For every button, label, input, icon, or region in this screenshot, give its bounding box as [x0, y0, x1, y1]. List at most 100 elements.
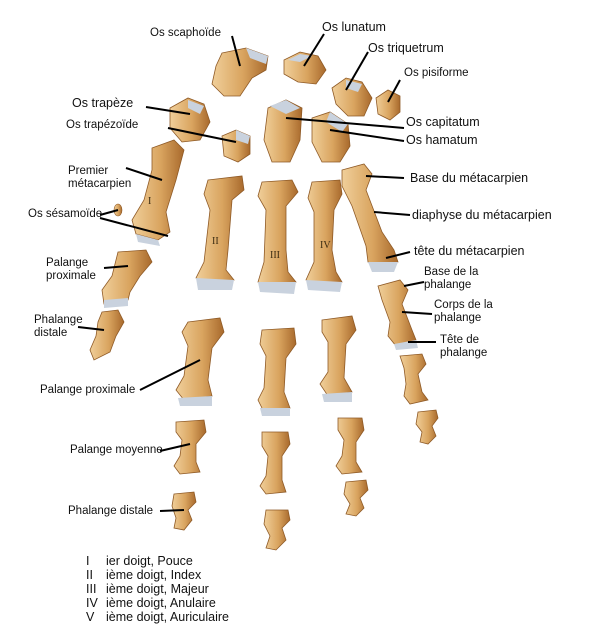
metacarpal-iii-cartilage: [258, 282, 296, 294]
proximal-phalanx-ii: [175, 317, 225, 401]
label-triquetrum-name: triquetrum: [387, 41, 444, 55]
metacarpal-v-bone: [341, 163, 399, 271]
label-sesamoide: Os sésamoïde: [28, 208, 103, 220]
metacarpal-v-cartilage: [368, 262, 398, 272]
capitatum-bone: [263, 99, 303, 163]
label-lunatum: Os lunatum: [322, 20, 386, 34]
proximal-phalanges: [175, 279, 418, 416]
proximal-phalanx-iv: [319, 315, 357, 397]
label-lunatum-name: lunatum: [341, 20, 386, 34]
legend-text: ième doigt, Anulaire: [106, 596, 216, 610]
distal-phalanx-iv: [343, 479, 369, 517]
distal-phalanges: [171, 409, 439, 551]
leader-palange-proximale-pouce: [103, 265, 129, 269]
label-trapeze: Os trapèze: [72, 96, 133, 110]
roman-numeral-iv: IV: [320, 240, 331, 251]
leader-pisiforme: [387, 79, 401, 103]
leader-corps-phalange: [401, 311, 433, 315]
metacarpal-iv-cartilage: [306, 280, 342, 292]
label-triquetrum: Os triquetrum: [368, 41, 444, 55]
label-trapeze-os: Os: [72, 96, 88, 110]
leader-base-metacarpien: [365, 175, 405, 179]
label-capitatum-os: Os: [406, 115, 422, 129]
leader-phalange-distale: [159, 509, 185, 512]
label-base-metacarpien: Base du métacarpien: [410, 171, 529, 185]
label-phalange-distale-pouce: Phalange distale: [34, 314, 83, 340]
legend-row: III ième doigt, Majeur: [86, 582, 229, 596]
legend-row: II ième doigt, Index: [86, 568, 229, 582]
label-trapeze-name: trapèze: [91, 96, 134, 110]
thumb-distal-phalanx-bone: [89, 309, 125, 361]
leader-sesamoide-a: [99, 209, 119, 216]
legend-text: ième doigt, Index: [106, 568, 202, 582]
leader-diaphyse-metacarpien: [373, 211, 411, 216]
leader-palange-proximale: [139, 359, 201, 391]
capitatum-cartilage: [270, 100, 300, 114]
label-hamatum-name: hamatum: [425, 133, 478, 147]
leader-hamatum: [329, 129, 405, 142]
label-hamatum: Os hamatum: [406, 133, 478, 147]
legend-row: IV ième doigt, Anulaire: [86, 596, 229, 610]
middle-phalanx-iii: [259, 431, 291, 495]
trapezoid-cartilage: [236, 130, 250, 144]
carpal-bones: [169, 47, 401, 163]
first-metacarpal-cartilage: [136, 234, 160, 246]
scaphoid-cartilage: [246, 48, 268, 64]
triquetrum-bone: [331, 77, 373, 117]
label-pisiforme: Os pisiforme: [404, 67, 469, 79]
label-palange-proximale: Palange proximale: [40, 384, 136, 396]
label-capitatum-name: capitatum: [425, 115, 480, 129]
roman-numeral-ii: II: [212, 236, 219, 247]
first-metacarpal-bone: [131, 139, 185, 241]
thumb-proximal-phalanx-bone: [101, 249, 153, 305]
legend-text: ième doigt, Majeur: [106, 582, 209, 596]
roman-numeral-iii: III: [270, 250, 280, 261]
legend-num: II: [86, 568, 93, 582]
middle-phalanx-iv: [335, 417, 365, 475]
roman-numeral-i: I: [148, 196, 152, 207]
label-tete-phalange: Tête de phalange: [440, 334, 488, 360]
proximal-phalanx-iv-cartilage: [322, 392, 352, 402]
proximal-phalanx-iii-cartilage: [260, 408, 290, 416]
thumb-proximal-phalanx-cartilage: [104, 298, 128, 308]
middle-phalanx-v: [399, 353, 429, 405]
legend-num: V: [86, 610, 95, 624]
label-palange-moyenne: Palange moyenne: [70, 444, 163, 456]
label-premier-metacarpien: Premier métacarpien: [68, 165, 132, 191]
metacarpal-ii-cartilage: [196, 278, 234, 290]
leader-trapezoide: [167, 127, 237, 143]
thumb-bones: [89, 139, 185, 361]
leader-premier-metacarpien: [125, 167, 163, 181]
legend-num: I: [86, 554, 90, 568]
metacarpal-iii-bone: [257, 179, 299, 291]
label-lunatum-os: Os: [322, 20, 338, 34]
label-trapezoide: Os trapézoïde: [66, 119, 139, 131]
leader-trapeze: [145, 106, 191, 115]
metacarpal-iv-bone: [305, 179, 343, 289]
trapezium-cartilage: [188, 100, 204, 114]
legend-num: III: [86, 582, 97, 596]
middle-phalanx-ii: [173, 419, 207, 475]
label-scaphoide: Os scaphoïde: [150, 27, 221, 39]
label-hamatum-os: Os: [406, 133, 422, 147]
label-phalange-distale: Phalange distale: [68, 505, 154, 517]
distal-phalanx-iii: [263, 509, 291, 551]
pisiform-bone: [375, 89, 401, 121]
legend-num: IV: [86, 596, 98, 610]
leader-capitatum: [285, 117, 405, 129]
middle-phalanges: [173, 353, 429, 495]
label-triquetrum-os: Os: [368, 41, 384, 55]
leader-scaphoide: [231, 35, 241, 67]
proximal-phalanx-iii: [257, 327, 297, 413]
leader-triquetrum: [345, 51, 369, 91]
leader-lunatum: [303, 33, 325, 67]
legend-text: ier doigt, Pouce: [106, 554, 193, 568]
label-capitatum: Os capitatum: [406, 115, 480, 129]
distal-phalanx-v: [415, 409, 439, 445]
label-corps-phalange: Corps de la phalange: [434, 299, 493, 325]
legend-text: ième doigt, Auriculaire: [106, 610, 229, 624]
label-diaphyse-metacarpien: diaphyse du métacarpien: [412, 208, 552, 222]
